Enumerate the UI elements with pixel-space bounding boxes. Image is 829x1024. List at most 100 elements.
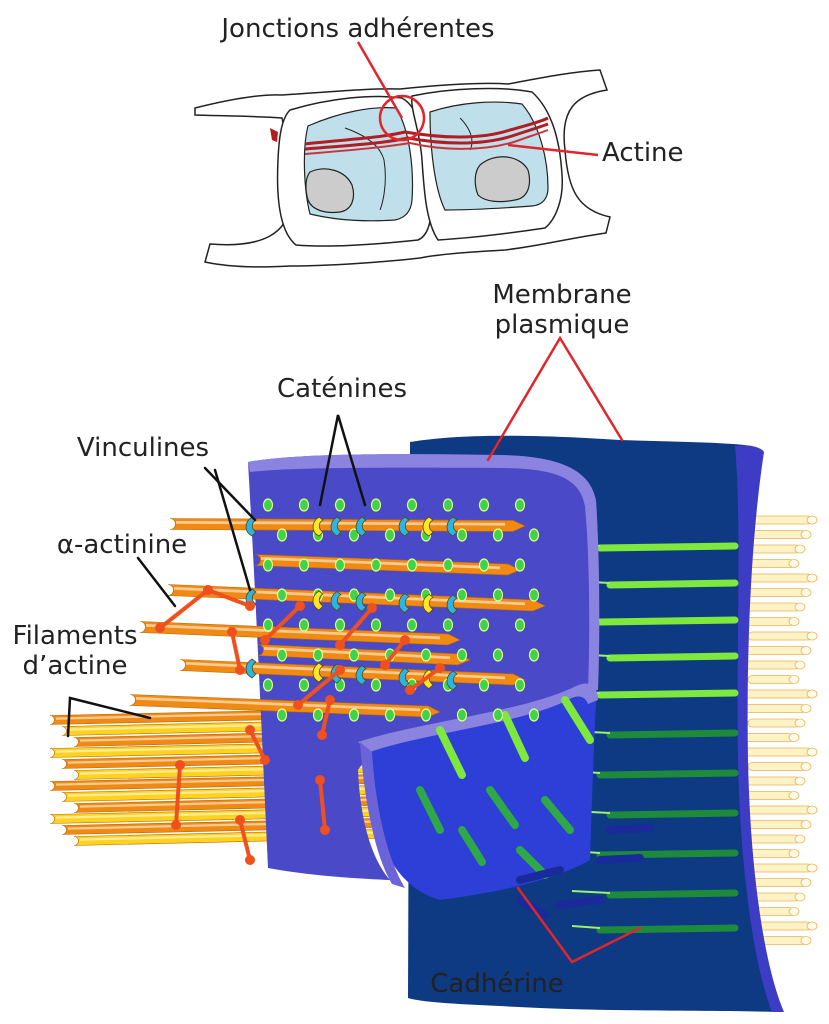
cadherin-dot <box>406 558 418 572</box>
cadherin-dot <box>492 708 504 722</box>
pale-filament-tip <box>806 921 818 931</box>
alpha-actinin-end <box>245 601 255 611</box>
label-catenins: Caténines <box>277 374 407 404</box>
cadherin-rod <box>606 889 739 899</box>
actin-filament-shine <box>145 623 441 640</box>
catenin-vinculin-linkers <box>245 516 458 691</box>
alpha-actinin <box>338 606 374 647</box>
alpha-actinin-end <box>315 775 325 785</box>
cadherin-rod <box>541 796 574 834</box>
alpha-actinin-end <box>295 601 305 611</box>
cadherin-dot <box>442 558 454 572</box>
cadherin-dot <box>492 648 504 662</box>
cadherin-dot <box>298 618 310 632</box>
cadherin-dot <box>442 498 454 512</box>
vinculin <box>446 670 458 691</box>
catenin <box>312 516 324 537</box>
cadherin-back <box>571 542 739 934</box>
pale-filament <box>743 704 807 713</box>
alpha-actinin-end <box>235 815 245 825</box>
cadherin-dot <box>370 618 382 632</box>
vinculin-pointer-line-b <box>213 468 252 592</box>
cadherin-dot <box>348 708 360 722</box>
catenin <box>355 591 367 612</box>
catenin <box>355 665 367 686</box>
vinculin <box>446 516 458 537</box>
cadherin-rod <box>561 696 594 744</box>
pale-filament-tip <box>800 820 812 829</box>
cell-pair-illustration <box>194 69 611 268</box>
cadherin-rod-dark <box>516 866 564 884</box>
pale-filament-tip <box>806 631 818 641</box>
vinculin <box>398 593 410 614</box>
label-adherens-junctions: Jonctions adhérentes <box>219 14 494 44</box>
alpha-actinin-end <box>405 685 415 695</box>
pale-filament-tip <box>788 617 800 626</box>
pale-filament-tip <box>800 762 812 771</box>
cadherin-rod <box>486 786 519 829</box>
alpha-actinin-end <box>320 825 330 835</box>
cadherin-rod <box>606 729 739 739</box>
label-vinculins: Vinculines <box>77 433 209 463</box>
pale-filament-tip <box>806 689 818 699</box>
cadherin-pointer-line <box>516 886 642 964</box>
cadherin-dot <box>312 708 324 722</box>
cadherin-dot <box>298 678 310 692</box>
pale-filament-tip <box>794 602 806 612</box>
alpha-actinin-end <box>400 635 410 645</box>
cadherin-rod <box>606 579 739 589</box>
pale-filament <box>743 834 801 844</box>
alpha-actinin <box>174 763 182 827</box>
cadherin-dot <box>334 618 346 632</box>
cadherin-dot <box>370 678 382 692</box>
pale-filament-tip <box>794 892 806 902</box>
label-actin-filaments-2: d’actine <box>23 651 128 681</box>
cadherin-dot <box>442 618 454 632</box>
pale-filament-tip <box>788 559 800 568</box>
cadherin-dot <box>528 528 540 542</box>
pale-filament <box>743 791 795 800</box>
cadherin-dot <box>276 588 288 602</box>
cadherin-link <box>571 925 601 929</box>
pale-filament <box>739 646 807 655</box>
cadherin-dot <box>492 528 504 542</box>
alpha-actinin-end <box>175 760 185 770</box>
alpha-actinin-end <box>203 585 213 595</box>
cadherin-link <box>571 890 611 894</box>
alpha-actinin <box>238 818 252 862</box>
cadherin-dot <box>384 588 396 602</box>
cadherin-dot <box>262 498 274 512</box>
cadherin-dot <box>528 648 540 662</box>
cadherin-dot <box>456 528 468 542</box>
pale-filament-tip <box>806 805 818 815</box>
cadherin-rod <box>596 924 739 934</box>
pale-filament-tip <box>806 863 818 873</box>
cadherin-dot <box>262 558 274 572</box>
pale-filament-tip <box>794 660 806 670</box>
cadherin-rod <box>501 711 529 762</box>
cadherin-dot <box>420 708 432 722</box>
bottom-pointers <box>66 335 642 964</box>
cadherin-dot <box>420 648 432 662</box>
alpha-actinin <box>318 778 327 832</box>
cadherin-rod <box>416 786 444 834</box>
pale-filament-tip <box>788 791 800 800</box>
junction-pointer-line <box>356 41 404 119</box>
cadherin-dot <box>334 498 346 512</box>
catenin <box>312 590 324 611</box>
cadherin-rod-dark <box>596 854 644 864</box>
alpha-actinin-end <box>325 695 335 705</box>
alpha-actinin-end <box>227 627 237 637</box>
pale-filament-tip <box>806 573 818 583</box>
label-actin-filaments-1: Filaments <box>13 621 138 651</box>
junction-highlight-circle <box>378 94 426 142</box>
cadherin-dot <box>276 648 288 662</box>
catenin <box>312 662 324 683</box>
alpha-actinin <box>320 698 332 737</box>
cadherin-dot <box>514 498 526 512</box>
alpha-actinin <box>296 668 342 707</box>
alpha-actinin <box>263 604 302 642</box>
pale-filament-tip <box>800 588 812 597</box>
